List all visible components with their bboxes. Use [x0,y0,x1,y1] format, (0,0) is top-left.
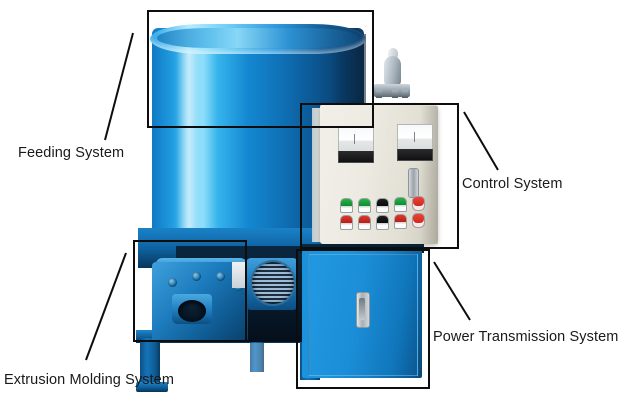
conduit-foot [376,90,382,98]
callout-box-extrusion-molding-system [133,240,247,342]
panel-button-red-5[interactable] [412,213,425,228]
panel-button-red-4[interactable] [394,214,407,229]
gearbox-bolt [168,278,177,287]
conduit-foot [392,90,398,98]
machine-leg-center [250,338,264,372]
panel-button-green-1[interactable] [340,198,353,213]
extrusion-outlet-opening [178,300,206,322]
voltmeter-base [397,149,433,161]
callout-box-power-transmission-system [296,249,430,389]
callout-box-feeding-system [147,10,374,128]
label-extrusion-molding-system: Extrusion Molding System [4,372,175,388]
panel-button-red-1[interactable] [412,196,425,211]
label-feeding-system: Feeding System [18,145,125,161]
label-control-system: Control System [462,176,563,192]
machine-leg-left [140,338,160,386]
cabinet-door-handle-inset [359,298,365,320]
ammeter-needle [354,134,355,144]
panel-button-red-3[interactable] [358,215,371,230]
panel-button-black-1[interactable] [376,198,389,213]
motor-nameplate [232,262,248,288]
label-power-transmission-system: Power Transmission System [433,329,619,345]
control-panel-left-edge [312,108,322,242]
conduit-foot [402,90,408,98]
ammeter-base [338,151,374,163]
electrical-conduit-fitting [384,56,401,86]
panel-button-green-2[interactable] [358,198,371,213]
gearbox-bolt [192,272,201,281]
motor-fan-cover [252,262,294,304]
foot-pad-left [136,382,168,392]
hopper-highlight [176,40,202,236]
voltmeter-needle [414,132,415,142]
callout-box-control-system [300,103,459,249]
panel-button-black-2[interactable] [376,215,389,230]
panel-button-red-2[interactable] [340,215,353,230]
panel-button-green-3[interactable] [394,197,407,212]
hopper-rim-inner [157,28,359,48]
gearbox-bolt [216,272,225,281]
electrical-conduit-cap [388,48,398,60]
